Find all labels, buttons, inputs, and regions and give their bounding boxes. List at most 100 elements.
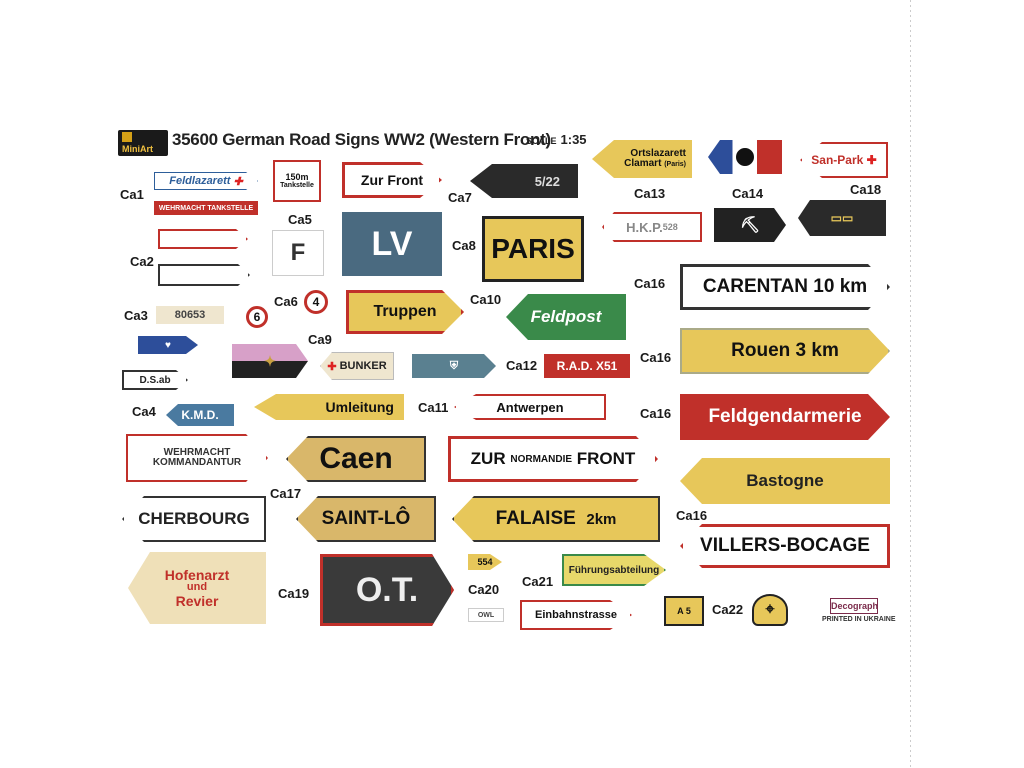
label-ca4: Ca4: [132, 404, 156, 419]
sign-tankstelle: 150m Tankstelle: [273, 160, 321, 202]
sign-falaise: FALAISE 2km: [452, 496, 660, 542]
label-ca8: Ca8: [452, 238, 476, 253]
sign-text: Caen: [319, 442, 393, 475]
sign-circle-4: 4: [304, 290, 328, 314]
label-ca12: Ca12: [506, 358, 538, 373]
sign-text: WEHRMACHT: [163, 446, 231, 458]
eagle-icon: ✦: [264, 352, 276, 369]
scale-word: SCALE: [526, 136, 557, 146]
label-ca5: Ca5: [288, 212, 312, 227]
sign-text: CARENTAN 10 km: [702, 276, 868, 297]
sign-pink-eagle: ✦: [232, 344, 308, 378]
decograph-logo: Decograph: [830, 598, 878, 614]
sign-umleitung: Umleitung: [254, 394, 404, 420]
sign-text: WEHRMACHT TANKSTELLE: [158, 204, 254, 212]
sign-feldgendarmerie: Feldgendarmerie: [680, 394, 890, 440]
sign-black-tank: ▭▭: [798, 200, 886, 236]
sign-text: BUNKER: [339, 360, 387, 372]
sign-ot: O.T.: [320, 554, 454, 626]
label-ca9: Ca9: [308, 332, 332, 347]
sign-rad: R.A.D. X51: [544, 354, 630, 378]
sign-text: H.K.P.: [626, 219, 663, 235]
sign-san-park: San-Park ✚: [800, 142, 888, 178]
sign-5-22: 5/22: [470, 164, 578, 198]
sign-circle-6: 6: [246, 306, 268, 328]
sign-text: PARIS: [491, 233, 575, 264]
miniart-logo: MiniArt: [118, 130, 168, 156]
label-ca17: Ca17: [270, 486, 302, 501]
sign-text: NORMANDIE: [510, 453, 573, 465]
sign-text: Rouen 3 km: [731, 340, 839, 361]
sign-text: 4: [312, 295, 320, 309]
sign-hkp: H.K.P.528: [602, 212, 702, 242]
sign-white-arrow-2: [158, 264, 250, 286]
sign-wehrmacht-tankstelle: WEHRMACHT TANKSTELLE: [154, 201, 258, 215]
label-ca2: Ca2: [130, 254, 154, 269]
scale-value: 1:35: [560, 132, 587, 147]
sign-text: 2km: [586, 510, 617, 528]
sign-tricolor: [708, 140, 782, 174]
sign-text: 528: [662, 222, 678, 232]
shield-icon: ⛨: [449, 359, 459, 372]
sign-text: Clamart (Paris): [624, 158, 686, 170]
sign-text: F: [290, 239, 306, 266]
label-ca22: Ca22: [712, 602, 744, 617]
heart-icon: ♥: [165, 339, 171, 351]
sign-text: Feldlazarett: [169, 175, 231, 187]
sign-truppen: Truppen: [346, 290, 464, 334]
red-cross-icon: ✚: [230, 175, 243, 188]
printed-in-text: PRINTED IN UKRAINE: [822, 616, 896, 623]
sign-feldpost: Feldpost: [506, 294, 626, 340]
sign-slate-emblem: ⛨: [412, 354, 496, 378]
sign-feldlazarett: Feldlazarett ✚: [154, 172, 258, 190]
sign-rouen: Rouen 3 km: [680, 328, 890, 374]
sign-carentan: CARENTAN 10 km: [680, 264, 890, 310]
sign-text: SAINT-LÔ: [321, 508, 411, 529]
label-ca7: Ca7: [448, 190, 472, 205]
red-cross-icon: ✚: [327, 360, 340, 373]
sign-text: und: [186, 581, 208, 594]
sign-text: Hofenarzt: [164, 566, 230, 583]
sign-text: 5/22: [534, 173, 560, 189]
sign-einbahnstrasse: Einbahnstrasse: [520, 600, 632, 630]
sign-saint-lo: SAINT-LÔ: [296, 496, 436, 542]
sign-white-arrow-1: [158, 229, 248, 249]
sign-round-emblem: ⌖: [752, 594, 788, 626]
label-ca16-a: Ca16: [634, 276, 666, 291]
sign-text: VILLERS-BOCAGE: [700, 535, 870, 556]
label-ca3: Ca3: [124, 308, 148, 323]
sign-text: Tankstelle: [280, 182, 314, 190]
sign-text: Truppen: [373, 303, 437, 320]
sign-hofenarzt: Hofenarzt und Revier: [128, 552, 266, 624]
label-ca19: Ca19: [278, 586, 310, 601]
sign-text-part: Clamart: [624, 158, 662, 169]
sign-fuhrungsabteilung: Führungsabteilung: [562, 554, 666, 586]
label-ca18: Ca18: [850, 182, 882, 197]
sign-text: Antwerpen: [496, 399, 564, 415]
sign-zur-front: Zur Front: [342, 162, 442, 198]
sign-text: Bastogne: [746, 471, 824, 490]
sign-text: 80653: [174, 309, 206, 321]
sign-text: 6: [253, 310, 261, 324]
sign-text: CHERBOURG: [138, 509, 250, 528]
sign-text: 554: [477, 557, 493, 567]
sign-text: K.M.D.: [181, 408, 219, 422]
label-ca13: Ca13: [634, 186, 666, 201]
sign-text: Führungsabteilung: [568, 564, 660, 576]
pickaxe-icon: ⛏: [739, 217, 761, 234]
tank-icon: ▭▭: [830, 211, 854, 225]
emblem-icon: [734, 146, 756, 168]
sign-80653: 80653: [156, 306, 224, 324]
sign-ortslazarett: Ortslazarett Clamart (Paris): [592, 140, 692, 178]
sign-text: San-Park: [811, 153, 864, 167]
sign-owl: OWL: [468, 608, 504, 622]
sign-text-part: (Paris): [664, 161, 686, 168]
sign-blue-heart: ♥: [138, 336, 198, 354]
sign-cherbourg: CHERBOURG: [122, 496, 266, 542]
sign-paris: PARIS: [482, 216, 584, 282]
cut-line: [910, 0, 911, 768]
sign-dsab: D.S.ab: [122, 370, 188, 390]
sign-text: Feldpost: [530, 307, 602, 326]
sign-text: FALAISE: [495, 508, 576, 529]
